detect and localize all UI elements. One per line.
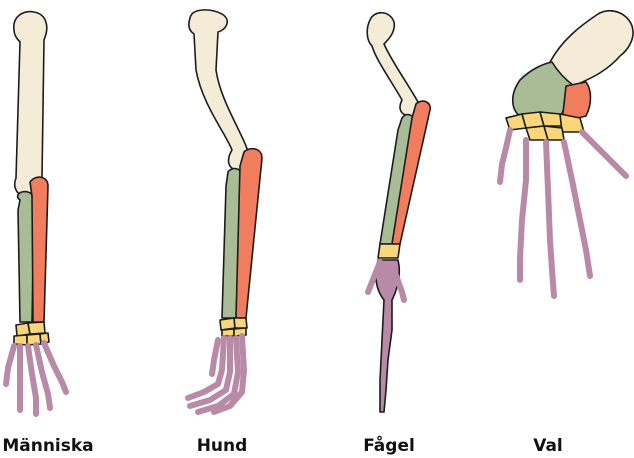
label-whale: Val	[533, 436, 563, 456]
dog-humerus	[189, 10, 249, 170]
human-limb	[6, 12, 66, 414]
human-radius	[30, 177, 48, 322]
bird-humerus	[367, 13, 420, 117]
human-humerus	[14, 12, 47, 197]
label-dog: Hund	[197, 436, 248, 456]
dog-radius	[236, 149, 262, 318]
bird-carpals	[378, 244, 400, 258]
label-bird: Fågel	[363, 436, 415, 456]
label-human: Människa	[2, 436, 93, 456]
dog-limb	[188, 10, 262, 412]
whale-limb	[500, 11, 633, 296]
bird-phalanges	[368, 260, 404, 412]
dog-phalanges	[188, 336, 244, 412]
whale-carpals	[506, 112, 584, 140]
human-phalanges	[6, 343, 66, 414]
whale-phalanges	[500, 130, 626, 296]
bird-limb	[367, 13, 430, 412]
